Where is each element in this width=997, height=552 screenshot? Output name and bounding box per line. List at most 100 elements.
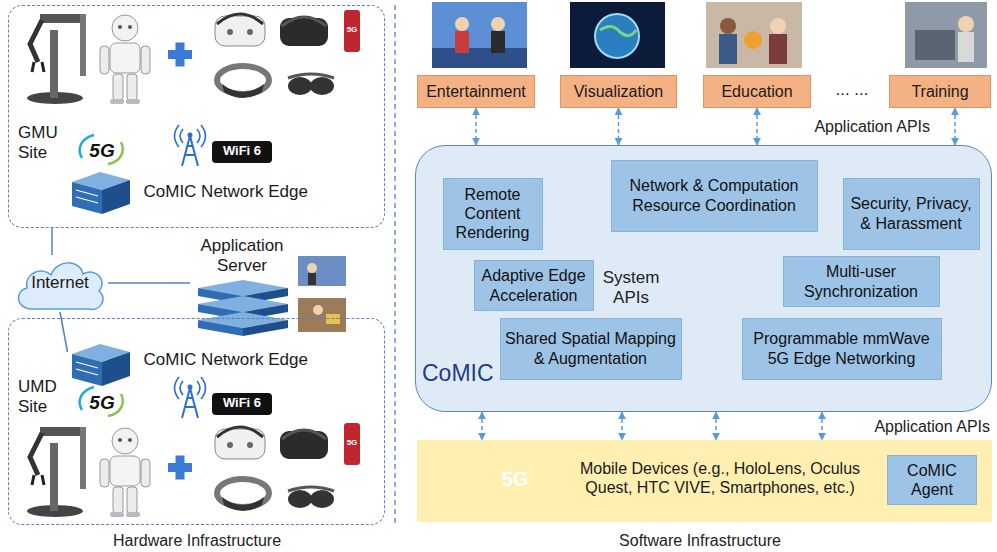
module-box: Multi-user Synchronization — [783, 256, 940, 306]
visualization-photo-part — [595, 14, 639, 58]
app-server-stack-part — [243, 320, 288, 336]
visualization-photo-part — [570, 2, 665, 68]
connector — [475, 108, 477, 145]
entertainment-photo-part — [455, 31, 469, 53]
node-label: CoMIC — [422, 360, 512, 388]
devices-gmu — [27, 10, 360, 104]
connector — [621, 412, 623, 440]
site-region: GMU SiteCoMIC Network Edge — [8, 5, 385, 228]
training-photo — [905, 2, 987, 68]
phone-badge: 5G — [344, 25, 360, 35]
caption: Hardware Infrastructure — [97, 531, 297, 550]
phone-badge: 5G — [490, 467, 540, 491]
entertainment-photo-part — [432, 2, 527, 68]
node-label: Internet — [31, 273, 89, 293]
entertainment-photo-part — [432, 48, 527, 68]
5g-logo: 5G — [84, 392, 120, 415]
visualization-photo-part — [600, 26, 636, 35]
entertainment-photo-part — [491, 17, 505, 31]
application-box: Education — [703, 75, 811, 108]
connector — [821, 412, 823, 440]
connector — [954, 108, 956, 145]
connector — [715, 412, 717, 440]
caption: Software Infrastructure — [600, 531, 800, 550]
ellipsis: ... ... — [822, 80, 882, 100]
api-label: System APIs — [600, 268, 662, 309]
node-label: Visualization — [574, 82, 664, 101]
app-photos-part — [298, 298, 346, 332]
module-box: Shared Spatial Mapping & Augmentation — [500, 318, 682, 380]
node-label: CoMIC Network Edge — [144, 350, 329, 370]
divider — [394, 5, 396, 525]
app-photos-part — [307, 263, 317, 273]
node-label: Programmable mmWave 5G Edge Networking — [747, 329, 937, 367]
node-label: CoMIC Agent — [892, 461, 972, 499]
node-label: UMD Site — [18, 377, 70, 418]
edge-server: CoMIC Network Edge — [68, 168, 328, 218]
node-label: Entertainment — [426, 82, 526, 101]
connector — [51, 228, 53, 255]
app-server-stack — [198, 280, 288, 336]
node-label: Network & Computation Resource Coordinat… — [617, 176, 812, 214]
app-photos-part — [298, 256, 346, 286]
cloud: Internet — [12, 255, 108, 312]
phone-badge: 5G — [344, 438, 360, 448]
node-label: Training — [911, 82, 968, 101]
site-region: UMD Site CoMIC Network Edge — [8, 318, 385, 525]
api-label: Application APIs — [795, 117, 930, 136]
training-photo-part — [958, 32, 974, 62]
application-server: Application Server — [190, 236, 294, 340]
visualization-photo — [570, 2, 665, 68]
training-photo-part — [905, 2, 987, 68]
app-photos — [298, 256, 346, 332]
edge-server-gmu — [72, 172, 130, 214]
module-box: Remote Content Rendering — [443, 178, 543, 250]
agent-box: CoMIC Agent — [887, 455, 977, 505]
module-box: Programmable mmWave 5G Edge Networking — [742, 318, 942, 380]
module-box: Network & Computation Resource Coordinat… — [611, 160, 818, 232]
edge-server-umd — [72, 344, 130, 386]
node-label: Security, Privacy, & Harassment — [848, 194, 975, 232]
wifi-logo: WiFi 6 — [212, 143, 272, 159]
app-photos-part — [313, 305, 323, 315]
entertainment-photo — [432, 2, 527, 68]
training-photo-part — [958, 16, 974, 32]
entertainment-photo-part — [455, 17, 469, 31]
cloud-outline — [18, 263, 103, 310]
node-label: Shared Spatial Mapping & Augmentation — [505, 329, 677, 367]
app-photos-part — [308, 273, 316, 285]
connector — [481, 412, 483, 440]
education-photo-part — [770, 18, 786, 34]
api-label: Application APIs — [855, 417, 990, 436]
application-box: Entertainment — [417, 75, 535, 108]
node-label: Mobile Devices (e.g., HoloLens, Oculus Q… — [560, 459, 880, 497]
education-photo-part — [769, 34, 787, 64]
node-label: Multi-user Synchronization — [788, 262, 935, 300]
education-photo-part — [719, 34, 737, 64]
module-box: Adaptive Edge Acceleration — [474, 260, 594, 310]
education-photo-part — [706, 2, 802, 68]
edge-server: CoMIC Network Edge — [68, 340, 328, 386]
education-photo-part — [720, 18, 736, 34]
node-label: Adaptive Edge Acceleration — [479, 266, 589, 304]
application-box: Training — [889, 75, 991, 108]
education-photo-part — [744, 31, 762, 49]
system-container: CoMIC Remote Content Rendering Network & C… — [415, 145, 992, 412]
network-icons-gmu — [80, 125, 272, 166]
connector — [108, 282, 190, 284]
node-label: Application Server — [190, 236, 294, 277]
wifi-logo: WiFi 6 — [212, 395, 272, 411]
module-box: Security, Privacy, & Harassment — [843, 178, 980, 250]
app-server-stack-part — [198, 320, 243, 336]
node-label: GMU Site — [18, 123, 70, 164]
node-label: Remote Content Rendering — [448, 185, 538, 243]
node-label: Education — [721, 82, 792, 101]
entertainment-photo-part — [491, 31, 505, 53]
app-photos-part — [326, 314, 340, 324]
connector — [756, 108, 758, 145]
node-label: CoMIC Network Edge — [144, 182, 329, 202]
devices-umd — [27, 423, 360, 517]
connector — [618, 108, 620, 145]
education-photo — [706, 2, 802, 68]
